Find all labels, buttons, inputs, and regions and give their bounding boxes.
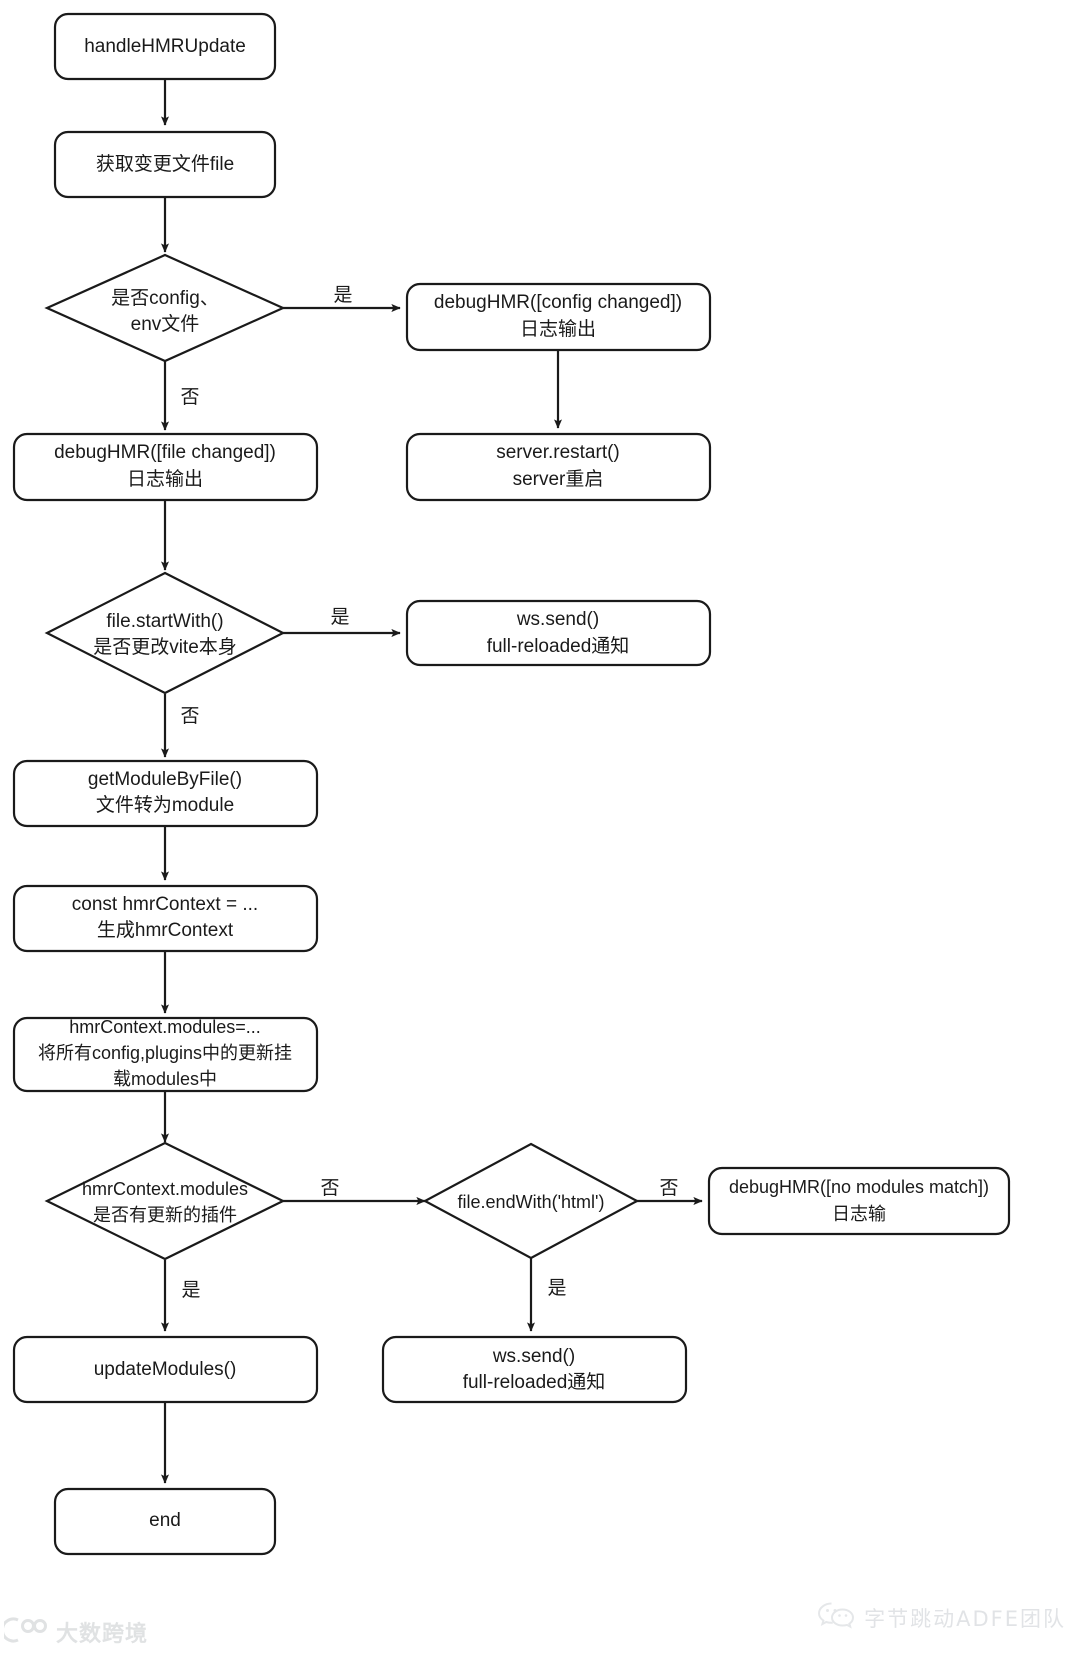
node-label-line1: getModuleByFile() xyxy=(88,769,242,790)
node-update-modules[interactable]: updateModules() xyxy=(12,1335,319,1404)
node-create-hmrcontext[interactable]: const hmrContext = ... 生成hmrContext xyxy=(12,884,319,953)
node-label-line1: debugHMR([file changed]) xyxy=(54,442,276,463)
edge-label-n12-n15: 是 xyxy=(181,1280,200,1301)
node-file-startswith-vite[interactable]: file.startWith() 是否更改vite本身 xyxy=(44,571,286,695)
node-label-line2: 日志输 xyxy=(832,1204,886,1224)
node-server-restart[interactable]: server.restart() server重启 xyxy=(405,432,712,502)
edge-labels-layer: 是 否 是 否 否 否 是 是 xyxy=(180,285,678,1301)
node-label-line2: 日志输出 xyxy=(127,468,203,490)
node-wssend-full-reload-bottom[interactable]: ws.send() full-reloaded通知 xyxy=(381,1335,688,1404)
node-get-module-by-file[interactable]: getModuleByFile() 文件转为module xyxy=(12,759,319,828)
node-label-line2: 生成hmrContext xyxy=(97,919,234,941)
edge-label-n3-n4: 是 xyxy=(333,285,352,306)
node-label-line1: const hmrContext = ... xyxy=(72,894,258,915)
node-wssend-full-reload-top[interactable]: ws.send() full-reloaded通知 xyxy=(405,599,712,667)
node-label: handleHMRUpdate xyxy=(84,36,246,57)
node-label: end xyxy=(149,1510,181,1531)
node-label-line2: 将所有config,plugins中的更新挂 xyxy=(38,1043,292,1063)
edges-layer xyxy=(161,79,703,1484)
node-label-line1: ws.send() xyxy=(492,1346,575,1367)
node-label: file.endWith('html') xyxy=(458,1192,605,1212)
node-label-line1: hmrContext.modules xyxy=(82,1179,248,1199)
node-handlehmrupdate[interactable]: handleHMRUpdate xyxy=(53,12,277,81)
edge-label-n13-n14: 否 xyxy=(659,1178,678,1199)
node-label-line2: full-reloaded通知 xyxy=(487,635,630,657)
node-label-line1: ws.send() xyxy=(516,609,599,630)
node-label-line2: server重启 xyxy=(513,468,604,490)
edge-label-n13-n16: 是 xyxy=(547,1278,566,1299)
node-debughmr-file-changed[interactable]: debugHMR([file changed]) 日志输出 xyxy=(12,432,319,502)
edge-label-n7-n9: 否 xyxy=(180,706,199,727)
node-label-line1: debugHMR([config changed]) xyxy=(434,292,682,313)
node-label-line2: 日志输出 xyxy=(520,318,596,340)
node-is-config-env-file[interactable]: 是否config、 env文件 xyxy=(44,253,286,363)
node-label-line2: env文件 xyxy=(131,313,200,335)
node-label-line2: 是否有更新的插件 xyxy=(93,1205,237,1225)
node-label: 获取变更文件file xyxy=(96,153,234,175)
node-label: updateModules() xyxy=(94,1359,237,1380)
node-end[interactable]: end xyxy=(53,1487,277,1556)
node-label-line1: hmrContext.modules=... xyxy=(69,1017,261,1037)
node-get-changed-file[interactable]: 获取变更文件file xyxy=(53,130,277,199)
edge-label-n3-n6: 否 xyxy=(180,387,199,408)
node-label-line1: 是否config、 xyxy=(111,288,219,309)
node-label-line3: 载modules中 xyxy=(113,1069,217,1089)
node-assign-hmrcontext-modules[interactable]: hmrContext.modules=... 将所有config,plugins… xyxy=(12,1017,319,1093)
edge-label-n7-n8: 是 xyxy=(330,607,349,628)
node-has-updated-plugins[interactable]: hmrContext.modules 是否有更新的插件 xyxy=(44,1141,286,1261)
node-label-line1: debugHMR([no modules match]) xyxy=(729,1177,989,1197)
node-file-endswith-html[interactable]: file.endWith('html') xyxy=(422,1142,640,1260)
node-label-line1: server.restart() xyxy=(496,442,620,463)
node-debughmr-config-changed[interactable]: debugHMR([config changed]) 日志输出 xyxy=(405,282,712,352)
node-label-line2: full-reloaded通知 xyxy=(463,1371,606,1393)
node-label-line2: 是否更改vite本身 xyxy=(93,636,237,658)
node-label-line2: 文件转为module xyxy=(96,794,234,816)
node-debughmr-no-modules-match[interactable]: debugHMR([no modules match]) 日志输 xyxy=(707,1166,1011,1236)
edge-label-n12-n13: 否 xyxy=(320,1178,339,1199)
node-label-line1: file.startWith() xyxy=(106,611,223,632)
